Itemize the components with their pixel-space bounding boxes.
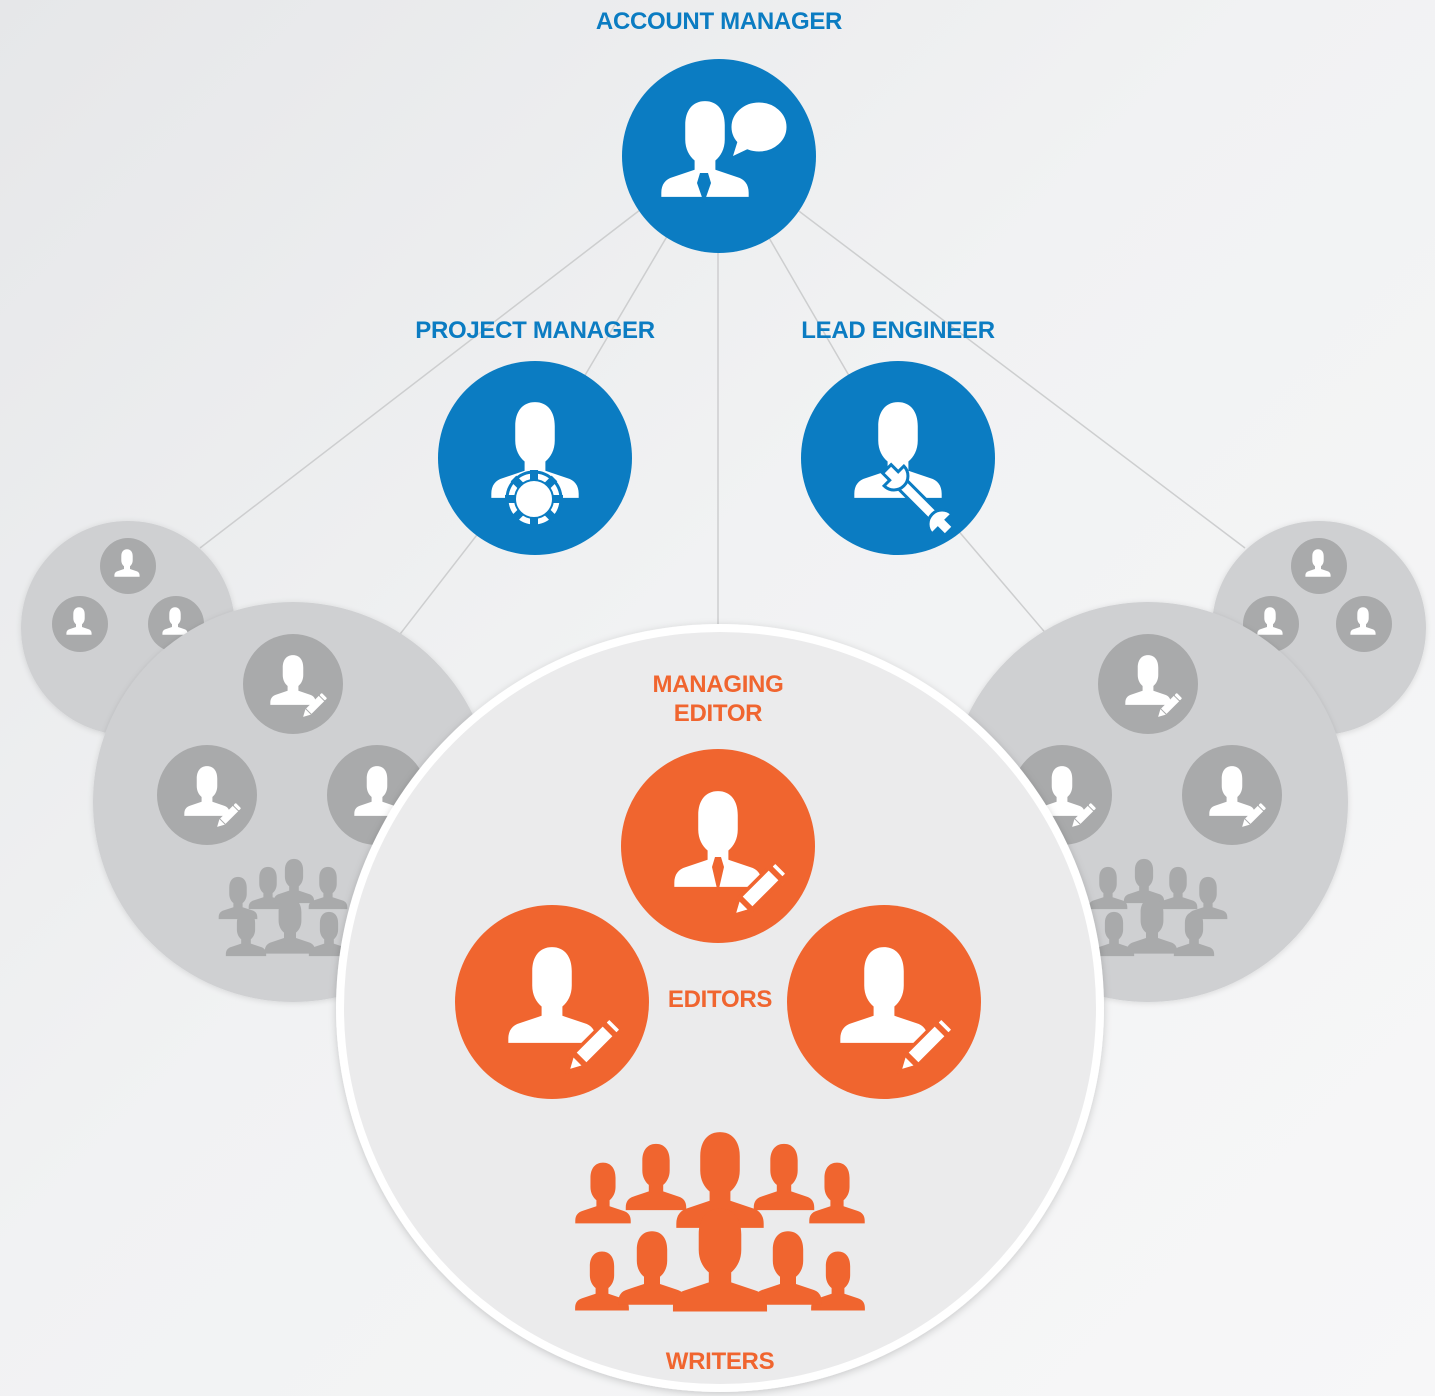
account-manager-label: ACCOUNT MANAGER: [595, 8, 843, 35]
lead-engineer-node: [801, 361, 995, 555]
managing-editor-label-line1: MANAGING: [652, 671, 784, 698]
editor-node-left: [455, 905, 649, 1099]
editor-node-right: [787, 905, 981, 1099]
managing-editor-node: [621, 749, 815, 943]
project-manager-label: PROJECT MANAGER: [415, 317, 655, 344]
managing-editor-label-line2: EDITOR: [673, 700, 763, 727]
main-team: [336, 624, 1104, 1392]
writers-label: WRITERS: [665, 1348, 775, 1375]
lead-engineer-label: LEAD ENGINEER: [801, 317, 995, 344]
editors-label: EDITORS: [667, 986, 773, 1013]
account-manager-node: [622, 59, 816, 253]
project-manager-node: [438, 361, 632, 555]
